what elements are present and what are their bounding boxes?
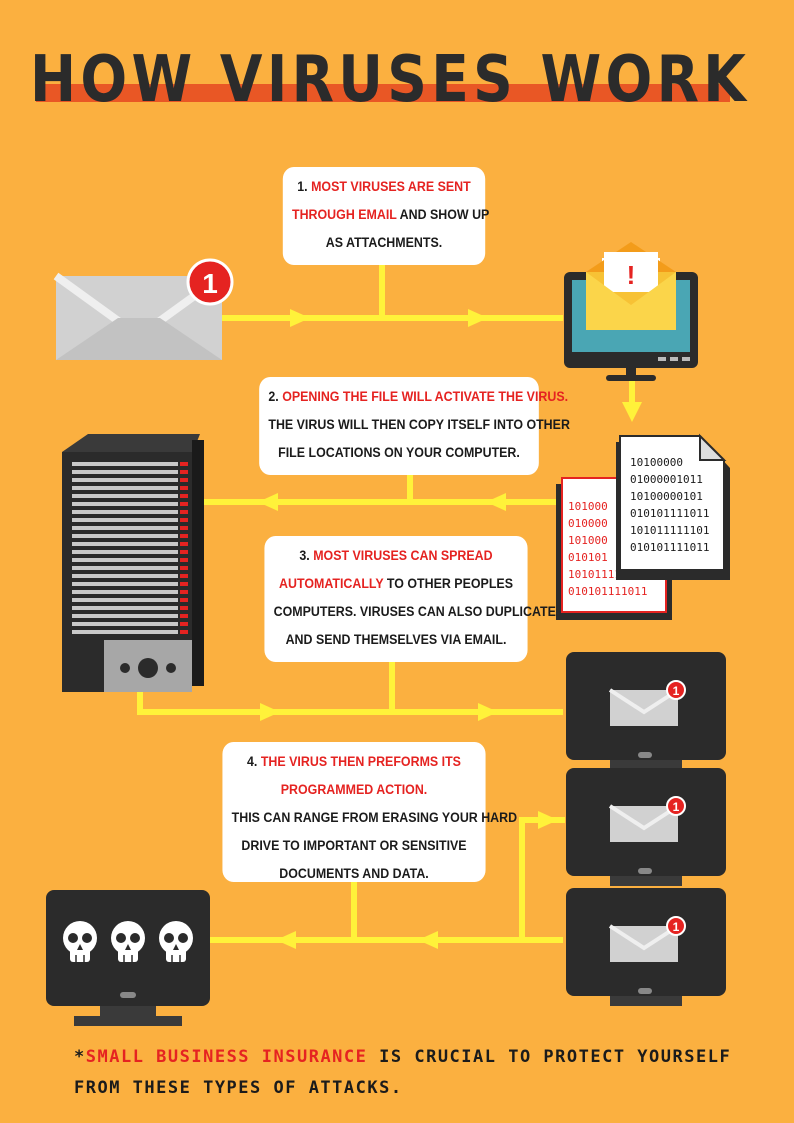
footer-note: *SMALL BUSINESS INSURANCE IS CRUCIAL TO … bbox=[74, 1042, 754, 1104]
step-1-box: 1. MOST VIRUSES ARE SENT THROUGH EMAIL A… bbox=[282, 167, 489, 265]
binary-code-line: 101011111101 bbox=[630, 524, 709, 537]
step-1-text-3: AS ATTACHMENTS. bbox=[325, 235, 443, 250]
binary-code-line: 10100000101 bbox=[630, 490, 703, 503]
binary-code-line: 101000 bbox=[568, 534, 608, 547]
alert-mark: ! bbox=[627, 260, 636, 290]
infected-monitor-skulls-icon bbox=[46, 890, 210, 1026]
step-3-number: 3. bbox=[299, 548, 310, 563]
notification-badge-icon bbox=[666, 680, 686, 700]
notification-badge-icon bbox=[666, 916, 686, 936]
notification-badge-icon bbox=[666, 796, 686, 816]
notification-badge-count: 1 bbox=[673, 800, 680, 814]
notification-badge-count: 1 bbox=[673, 684, 680, 698]
email-envelope-icon: 1 bbox=[53, 258, 234, 360]
step-4-highlight: THE VIRUS THEN PREFORMS ITS bbox=[260, 754, 461, 769]
footer-highlight: SMALL BUSINESS INSURANCE bbox=[85, 1047, 368, 1067]
monitor-open-email-icon: ! bbox=[564, 242, 698, 381]
step-4-box: 4. THE VIRUS THEN PREFORMS ITS PROGRAMME… bbox=[222, 742, 518, 882]
step-1-text-2: AND SHOW UP bbox=[399, 207, 490, 222]
page-title: HOW VIRUSES WORK bbox=[30, 43, 751, 117]
step-3-text-2: TO OTHER PEOPLES bbox=[386, 576, 513, 591]
step-3-highlight-2: AUTOMATICALLY bbox=[279, 576, 384, 591]
step-4-text-5: DOCUMENTS AND DATA. bbox=[279, 866, 429, 881]
monitor-email-icon: 1 bbox=[566, 652, 726, 770]
skull-icon bbox=[111, 921, 145, 962]
step-4-number: 4. bbox=[247, 754, 258, 769]
binary-code-line: 10100000 bbox=[630, 456, 683, 469]
step-3-text-4: AND SEND THEMSELVES VIA EMAIL. bbox=[285, 632, 507, 647]
binary-code-line: 010101111011 bbox=[630, 541, 709, 554]
binary-code-line: 101000 bbox=[568, 500, 608, 513]
server-tower-icon bbox=[62, 434, 204, 692]
infected-files-icon: 101000 010000 101000 010101 101011111101 0101… bbox=[556, 433, 730, 620]
skull-icon bbox=[159, 921, 193, 962]
notification-badge-count: 1 bbox=[202, 268, 218, 299]
step-4-text-4: DRIVE TO IMPORTANT OR SENSITIVE bbox=[241, 838, 467, 853]
step-1-number: 1. bbox=[297, 179, 308, 194]
step-3-text-3: COMPUTERS. VIRUSES CAN ALSO DUPLICATE bbox=[273, 604, 556, 619]
binary-code-line: 01000001011 bbox=[630, 473, 703, 486]
step-1-highlight: MOST VIRUSES ARE SENT bbox=[311, 179, 471, 194]
binary-code-line: 010101 bbox=[568, 551, 608, 564]
footer-text: IS CRUCIAL TO PROTECT YOURSELF FROM THES… bbox=[74, 1047, 732, 1098]
binary-code-line: 010101111011 bbox=[568, 585, 647, 598]
step-3-highlight: MOST VIRUSES CAN SPREAD bbox=[313, 548, 493, 563]
binary-code-line: 010000 bbox=[568, 517, 608, 530]
step-4-text-3: THIS CAN RANGE FROM ERASING YOUR HARD bbox=[231, 810, 518, 825]
step-4-highlight-2: PROGRAMMED ACTION. bbox=[280, 782, 428, 797]
step-3-box: 3. MOST VIRUSES CAN SPREAD AUTOMATICALLY… bbox=[264, 536, 556, 662]
notification-badge-count: 1 bbox=[673, 920, 680, 934]
step-2-highlight: OPENING THE FILE WILL ACTIVATE THE VIRUS… bbox=[282, 389, 569, 404]
step-2-number: 2. bbox=[268, 389, 279, 404]
title-underline bbox=[36, 84, 730, 102]
footer-prefix: * bbox=[74, 1047, 86, 1067]
step-2-text-3: FILE LOCATIONS ON YOUR COMPUTER. bbox=[278, 445, 520, 460]
notification-badge-icon bbox=[186, 258, 234, 306]
step-2-box: 2. OPENING THE FILE WILL ACTIVATE THE VI… bbox=[259, 377, 570, 475]
step-2-text-2: THE VIRUS WILL THEN COPY ITSELF INTO OTH… bbox=[268, 417, 570, 432]
skull-icon bbox=[63, 921, 97, 962]
binary-code-line: 010101111011 bbox=[630, 507, 709, 520]
step-1-highlight-2: THROUGH EMAIL bbox=[292, 207, 397, 222]
monitor-email-icon: 1 bbox=[566, 768, 726, 886]
monitor-email-icon: 1 bbox=[566, 888, 726, 1006]
